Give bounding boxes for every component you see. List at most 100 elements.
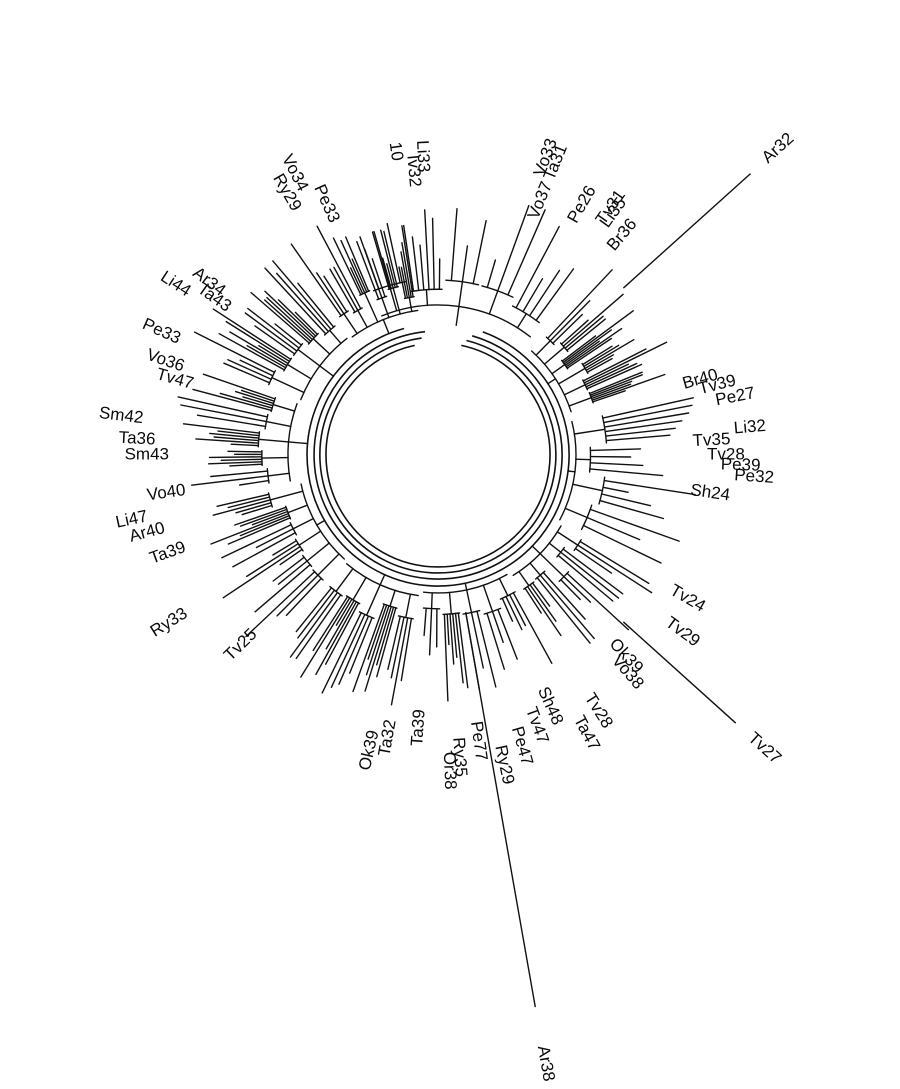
leaf-branch — [589, 468, 664, 477]
leaf-label: Tv28 — [707, 444, 745, 463]
internal-branch — [551, 363, 566, 375]
leaf-label: Pe33 — [310, 181, 344, 225]
leaf-branch — [180, 404, 268, 423]
root-ring — [319, 337, 557, 574]
leaf-branch — [577, 544, 653, 594]
leaf-branch — [507, 209, 546, 296]
leaf-branch — [272, 260, 332, 330]
leaf-branch — [250, 291, 310, 344]
leaf-branch — [258, 345, 289, 365]
subclade-arc — [268, 370, 276, 386]
subclade-arc — [559, 342, 569, 353]
leaf-branch — [400, 617, 413, 682]
subclade-arc — [397, 615, 414, 620]
clade-stem — [379, 574, 386, 586]
subclade-arc — [588, 446, 592, 473]
leaf-branch — [321, 612, 362, 694]
leaf-branch — [419, 244, 425, 291]
leaf-branch — [300, 597, 351, 678]
root-ring — [325, 344, 551, 568]
leaf-label: Ok39 — [355, 728, 383, 772]
leaf-branch — [240, 389, 275, 402]
internal-branch — [297, 348, 321, 367]
internal-branch — [364, 292, 379, 323]
leaf-branch — [497, 204, 530, 292]
leaf-branch — [349, 617, 373, 674]
leaf-branch — [255, 528, 294, 549]
internal-branch — [482, 584, 494, 613]
root-ring — [313, 330, 563, 580]
clade-stem — [287, 441, 309, 445]
leaf-label: Or38 — [440, 751, 460, 789]
leaf-branch — [443, 613, 449, 702]
leaf-branch — [383, 230, 398, 288]
internal-branch — [388, 284, 398, 312]
leaf-branch — [449, 613, 455, 665]
leaf-branch — [386, 263, 394, 289]
leaf-branch — [227, 359, 272, 380]
subclade-arc — [329, 585, 343, 597]
internal-branch — [335, 568, 354, 593]
leaf-branch — [177, 396, 269, 418]
leaf-label: Ar38 — [534, 1044, 559, 1083]
leaf-branch — [515, 225, 560, 309]
leaf-branch — [560, 319, 589, 345]
leaf-branch — [289, 591, 339, 658]
leaf-branch — [234, 390, 275, 405]
leaf-branch — [476, 610, 497, 688]
internal-branch — [267, 472, 290, 477]
leaf-branch — [371, 231, 390, 290]
leaf-branch — [192, 388, 273, 412]
leaf-label: Ry33 — [147, 603, 191, 640]
clade-stem — [316, 519, 326, 526]
subclade-arc — [283, 357, 293, 372]
leaf-branch — [333, 266, 359, 312]
leaf-branch — [547, 269, 613, 339]
leaf-branch — [589, 462, 644, 467]
leaf-branch — [590, 383, 632, 400]
leaf-branch — [254, 325, 296, 355]
internal-branch — [317, 553, 340, 576]
leaf-branch — [390, 616, 405, 679]
internal-branch — [557, 367, 586, 385]
leaf-branch — [457, 612, 469, 689]
leaf-label: Sm43 — [125, 444, 169, 463]
leaf-branch — [552, 313, 583, 344]
leaf-branch — [217, 430, 260, 437]
leaf-branch — [213, 436, 260, 442]
internal-branch — [272, 403, 296, 412]
leaf-label: Iv32 — [403, 154, 425, 188]
internal-branch — [357, 309, 368, 328]
internal-branch — [269, 490, 304, 501]
leaf-branch — [560, 551, 620, 599]
leaf-branch — [232, 532, 296, 568]
leaf-label: Sm42 — [98, 403, 144, 427]
internal-branch — [575, 458, 592, 461]
internal-branch — [563, 384, 586, 396]
leaf-branch — [272, 556, 305, 582]
leaf-label: Ta39 — [147, 537, 188, 567]
leaf-branch — [264, 267, 327, 335]
leaf-branch — [424, 209, 430, 291]
internal-branch — [448, 591, 452, 615]
clade-stem — [382, 318, 390, 335]
leaf-branch — [367, 604, 388, 660]
subclade-arc — [285, 505, 292, 520]
clade-stem — [531, 545, 541, 555]
leaf-label: 10 — [386, 141, 407, 162]
leaf-branch — [560, 579, 581, 601]
internal-branch — [312, 338, 331, 355]
leaf-branch — [196, 414, 267, 428]
leaf-branch — [531, 582, 551, 607]
leaf-branch — [285, 577, 322, 617]
leaf-branch — [276, 574, 319, 617]
leaf-branch — [245, 543, 299, 578]
long-branch — [465, 611, 536, 1008]
root-ring — [306, 327, 570, 587]
leaf-branch — [242, 396, 274, 407]
leaf-branch — [216, 493, 270, 507]
leaf-branch — [277, 299, 317, 337]
leaf-branch — [225, 320, 291, 363]
internal-branch — [543, 346, 565, 365]
leaf-branch — [603, 479, 696, 496]
